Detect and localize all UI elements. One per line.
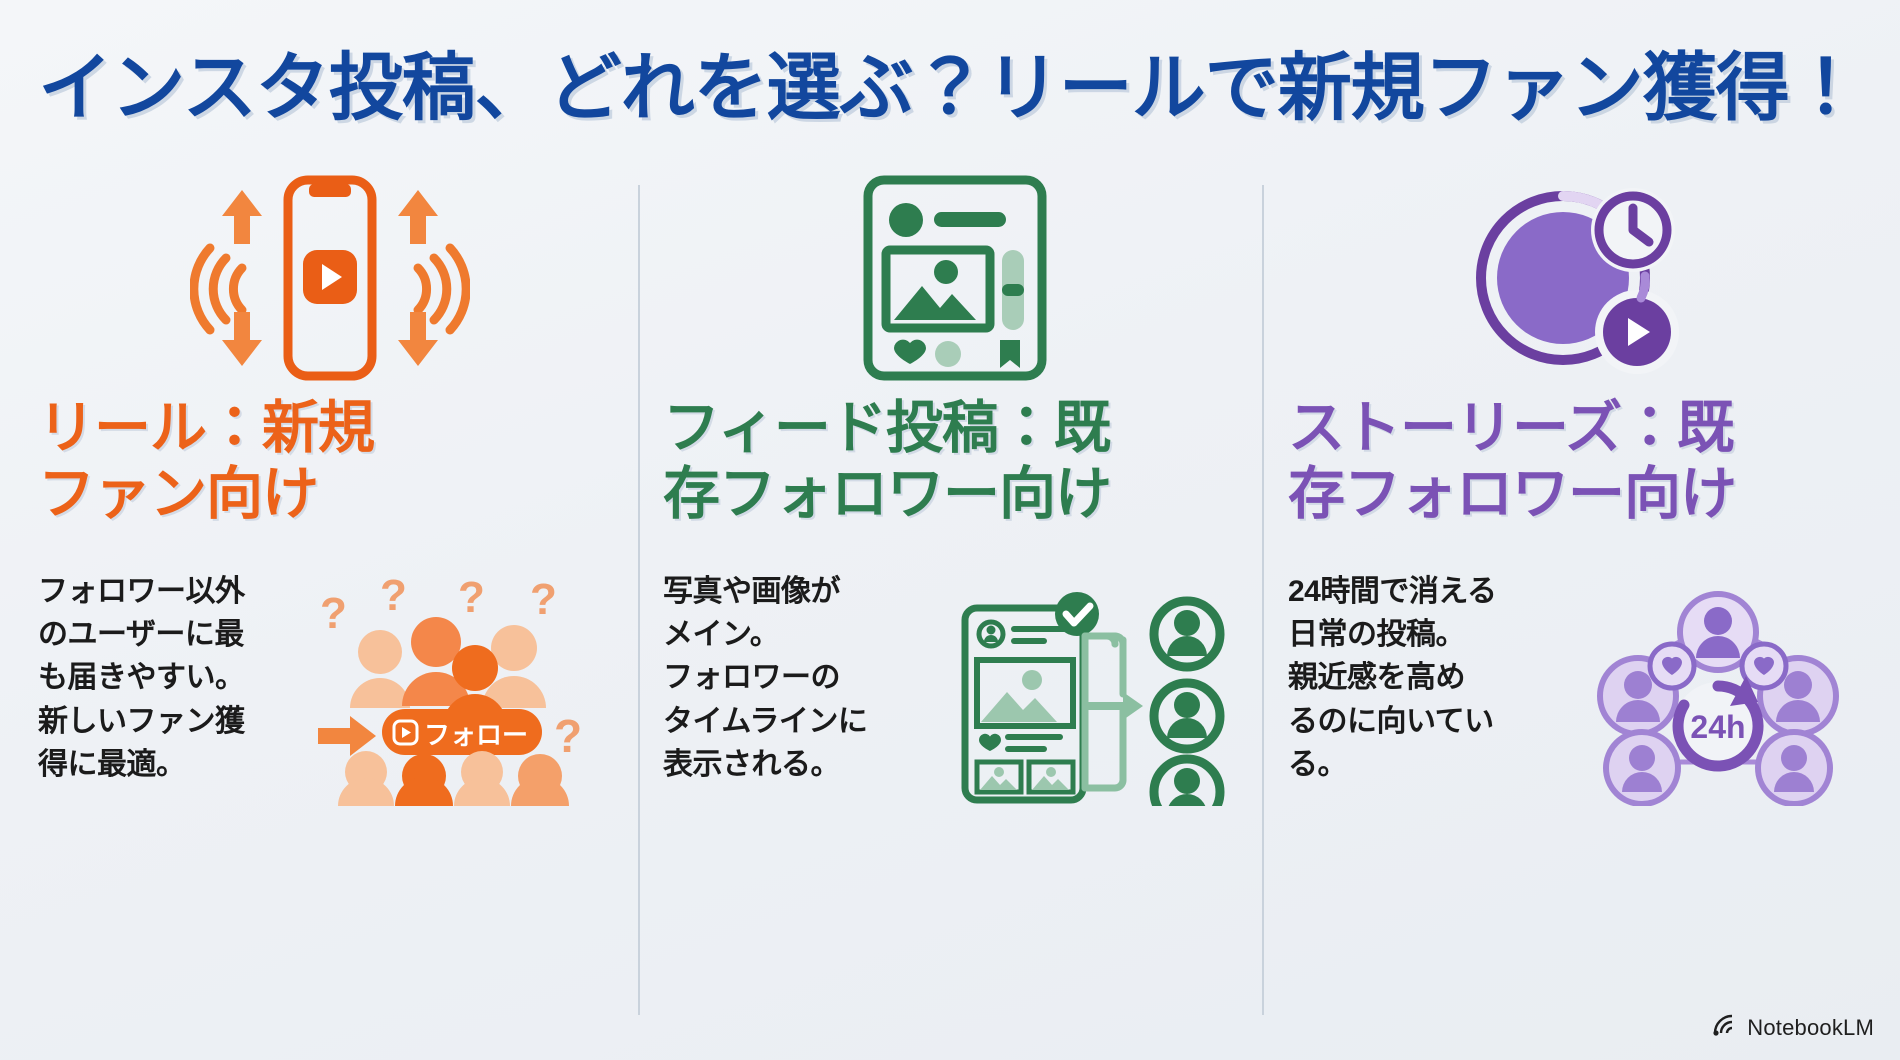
follower-avatar xyxy=(1149,754,1225,806)
heading-feed: フィード投稿：既 存フォロワー向け xyxy=(663,396,1112,527)
question-mark-4: ? xyxy=(530,576,557,624)
column-divider-1 xyxy=(638,185,640,1015)
heart-badge-icon xyxy=(1647,641,1697,691)
community-avatar xyxy=(1677,591,1759,673)
post-to-followers-illustration xyxy=(931,570,1255,806)
question-mark-3: ? xyxy=(458,576,485,622)
question-mark-2: ? xyxy=(380,576,407,620)
body-row-stories: 24時間で消える 日常の投稿。 親近感を高め るのに向いてい る。 xyxy=(1288,570,1880,806)
crowd-top xyxy=(350,617,546,726)
story-ring-clock-play-icon xyxy=(1280,170,1880,385)
feed-post-card-icon xyxy=(655,170,1255,385)
body-text-stories: 24時間で消える 日常の投稿。 親近感を高め るのに向いてい る。 xyxy=(1288,575,1497,781)
community-avatar xyxy=(1755,729,1833,806)
follower-avatar xyxy=(1149,678,1225,754)
column-divider-2 xyxy=(1262,185,1264,1015)
body-row-feed: 写真や画像が メイン。 フォロワーの タイムラインに 表示される。 xyxy=(663,570,1255,806)
24h-community-circle-illustration: 24h xyxy=(1556,570,1880,806)
follower-avatar xyxy=(1149,596,1225,672)
follow-button[interactable]: フォロー xyxy=(382,709,542,755)
crowd-bottom xyxy=(338,751,569,806)
column-feed: フィード投稿：既 存フォロワー向け 写真や画像が メイン。 フォロワーの タイム… xyxy=(655,170,1255,1000)
crowd-follow-button-illustration: ? ? ? ? xyxy=(306,570,630,806)
notebooklm-logo-icon xyxy=(1712,1014,1738,1042)
heart-badge-icon xyxy=(1739,641,1789,691)
24h-label: 24h xyxy=(1690,709,1745,745)
verified-check-icon xyxy=(1055,592,1099,636)
question-mark-5: ? xyxy=(554,710,582,762)
body-row-reel: フォロワー以外 のユーザーに最 も届きやすい。 新しいファン獲 得に最適。 ? … xyxy=(38,570,630,806)
arrow-right-icon xyxy=(318,716,376,756)
page-title: インスタ投稿、どれを選ぶ？リールで新規ファン獲得！ xyxy=(38,46,1863,129)
follow-button-label: フォロー xyxy=(424,720,528,750)
column-stories: ストーリーズ：既 存フォロワー向け 24時間で消える 日常の投稿。 親近感を高め… xyxy=(1280,170,1880,1000)
body-text-reel: フォロワー以外 のユーザーに最 も届きやすい。 新しいファン獲 得に最適。 xyxy=(38,575,245,781)
question-mark-1: ? xyxy=(320,589,347,638)
column-reel: リール：新規 ファン向け フォロワー以外 のユーザーに最 も届きやすい。 新しい… xyxy=(30,170,630,1000)
phone-reel-video-icon xyxy=(30,170,630,385)
footer-brand: NotebookLM xyxy=(1712,1014,1874,1042)
24h-refresh-icon: 24h xyxy=(1672,676,1764,772)
heading-stories: ストーリーズ：既 存フォロワー向け xyxy=(1288,396,1737,527)
community-avatar xyxy=(1597,655,1679,737)
community-avatar xyxy=(1603,729,1681,806)
heading-reel: リール：新規 ファン向け xyxy=(38,396,375,527)
footer-brand-label: NotebookLM xyxy=(1747,1015,1874,1040)
body-text-feed: 写真や画像が メイン。 フォロワーの タイムラインに 表示される。 xyxy=(663,575,868,781)
